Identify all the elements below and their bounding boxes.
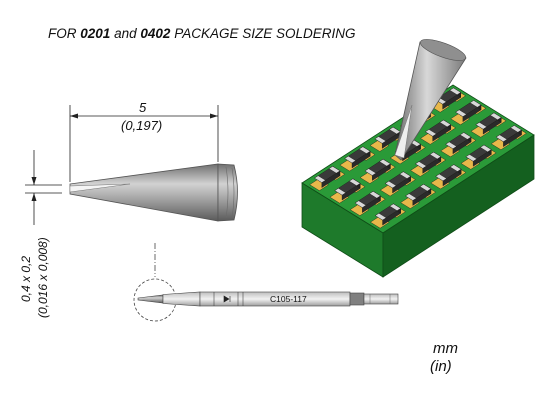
title-prefix: FOR [48, 26, 77, 41]
chip-terminal [449, 164, 462, 172]
chip-terminal [399, 171, 412, 179]
solder-pad [490, 137, 511, 151]
chip-terminal [429, 151, 442, 160]
solder-pad [440, 144, 460, 158]
cartridge-drawing [133, 243, 399, 322]
solder-pad [430, 176, 450, 190]
chip-terminal [449, 87, 462, 96]
chip-terminal [489, 112, 502, 121]
cartridge-band [349, 292, 365, 306]
solder-pad [359, 171, 380, 184]
solder-pad [309, 178, 329, 191]
chip-terminal [424, 129, 437, 137]
chip-terminal [374, 136, 387, 144]
solder-pad [380, 183, 400, 197]
cartridge-tip [137, 294, 164, 304]
tip-cone [69, 163, 219, 222]
chip-terminal [358, 146, 371, 154]
solder-pad [369, 139, 390, 152]
solder-pad [420, 132, 440, 145]
solder-pad [339, 158, 360, 172]
solder-pad [370, 216, 390, 229]
cartridge-end [363, 293, 399, 305]
solder-pad [349, 203, 370, 216]
unit-imperial: (in) [430, 358, 452, 375]
chip-terminal [415, 161, 427, 169]
chip-terminal [389, 203, 402, 211]
unit-metric: mm [433, 340, 458, 357]
chip-terminal [314, 175, 326, 183]
chip-terminal [479, 144, 492, 153]
length-mm-label: 5 [139, 100, 147, 115]
chip-terminal [439, 119, 452, 128]
chip-terminal [510, 125, 522, 133]
chip-terminal [379, 158, 391, 167]
chip-terminal [348, 178, 361, 186]
package-size-a: 0201 [80, 26, 111, 41]
tip-closeup [69, 163, 238, 222]
tip-in-label: (0,016 x 0,008) [36, 237, 50, 318]
chip-terminal [435, 173, 447, 182]
pcb-tip [394, 39, 467, 161]
chip-terminal [419, 183, 432, 192]
solder-pad [400, 196, 420, 209]
pcb-right-face [382, 134, 535, 278]
chip-terminal [344, 155, 357, 164]
chip-terminal [334, 187, 347, 196]
chip-terminal [374, 212, 387, 221]
chip-terminal [469, 100, 482, 108]
solder-pad [410, 164, 430, 177]
chip-terminal [455, 109, 467, 117]
chip-terminal [369, 191, 381, 199]
chip-terminal [328, 166, 341, 174]
solder-pad [329, 191, 350, 204]
solder-pad [460, 157, 481, 170]
chip-terminal [475, 122, 488, 130]
chip-terminal [495, 134, 508, 142]
chip-terminal [465, 154, 478, 162]
tip-dimension [25, 150, 62, 225]
length-in-label: (0,197) [121, 118, 163, 133]
page-title: FOR 0201 and 0402 PACKAGE SIZE SOLDERING [48, 26, 355, 41]
solder-pad [450, 112, 470, 126]
length-dimension [69, 105, 219, 182]
tip-mm-label: 0,4 x 0,2 [19, 255, 33, 302]
chip-terminal [445, 141, 457, 150]
cartridge-code: C105-117 [270, 294, 307, 304]
solder-pad [470, 125, 491, 138]
chip-terminal [364, 168, 377, 176]
package-size-b: 0402 [140, 26, 171, 41]
tip-flat-face [69, 183, 131, 193]
title-suffix: PACKAGE SIZE SOLDERING [174, 26, 356, 41]
chip-terminal [459, 132, 472, 140]
title-joiner: and [114, 26, 137, 41]
chip-terminal [384, 180, 397, 189]
chip-terminal [405, 193, 417, 201]
chip-terminal [354, 200, 367, 208]
